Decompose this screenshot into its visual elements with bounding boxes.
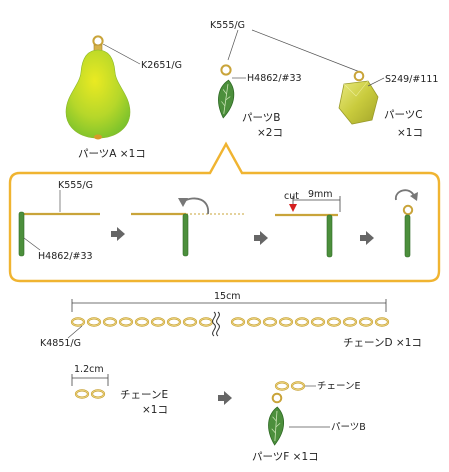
chain-d: 15cm K4851/G チェーンD ×1コ xyxy=(40,291,422,349)
break-mark-icon xyxy=(212,311,216,337)
chain-link-icon xyxy=(70,317,86,327)
chain-link-icon xyxy=(342,317,358,327)
part-c-code: S249/#111 xyxy=(385,74,438,85)
chain-link-icon xyxy=(166,317,182,327)
pear-bead-icon xyxy=(65,49,131,139)
leaf-bead-icon xyxy=(266,406,286,446)
head-pin-icon xyxy=(18,211,25,257)
step-2 xyxy=(131,197,246,257)
part-b-quantity: ×2コ xyxy=(257,127,283,139)
chain-link-icon xyxy=(150,317,166,327)
part-a-code: K2651/G xyxy=(141,60,182,71)
part-b: K555/G H4862/#33 パーツB ×2コ xyxy=(210,20,361,139)
result-arrow-icon xyxy=(218,391,232,405)
part-c: S249/#111 パーツC ×1コ xyxy=(338,70,438,139)
step-4 xyxy=(395,189,418,258)
jump-ring-icon xyxy=(220,64,232,76)
step-3: cut 9mm xyxy=(275,189,341,258)
chain-link-icon xyxy=(86,317,102,327)
chain-d-length: 15cm xyxy=(214,291,241,302)
chain-link-icon xyxy=(102,317,118,327)
chain-d-links xyxy=(70,317,390,327)
chain-link-icon xyxy=(290,381,306,391)
chain-link-icon xyxy=(374,317,390,327)
chain-d-code: K4851/G xyxy=(40,338,81,349)
chain-e-quantity: ×1コ xyxy=(142,404,168,416)
chain-d-caption: チェーンD ×1コ xyxy=(343,337,422,349)
part-f-part-label: パーツB xyxy=(331,422,366,433)
part-f: チェーンE パーツB パーツF ×1コ xyxy=(252,381,366,463)
chain-link-icon xyxy=(230,317,246,327)
jump-ring-icon xyxy=(92,35,104,47)
chain-link-icon xyxy=(294,317,310,327)
step1-pin-code: H4862/#33 xyxy=(38,251,93,262)
part-b-leaf-code: H4862/#33 xyxy=(247,73,302,84)
curl-arrow-icon xyxy=(395,189,415,201)
chain-link-icon xyxy=(134,317,150,327)
jump-ring-icon xyxy=(271,392,283,404)
cut-length-label: 9mm xyxy=(308,189,333,200)
chain-e-caption: チェーンE xyxy=(120,389,168,401)
chain-link-icon xyxy=(310,317,326,327)
chain-link-icon xyxy=(246,317,262,327)
cut-label: cut xyxy=(284,191,299,202)
chain-link-icon xyxy=(90,389,106,399)
leaf-bead-icon xyxy=(215,78,237,120)
chain-link-icon xyxy=(262,317,278,327)
crystal-bead-icon xyxy=(338,80,379,125)
jump-ring-icon xyxy=(353,70,365,82)
chain-link-icon xyxy=(182,317,198,327)
chain-e-length: 1.2cm xyxy=(74,364,104,375)
part-b-ring-code: K555/G xyxy=(210,20,245,31)
loop-icon xyxy=(402,204,414,216)
part-c-caption: パーツC xyxy=(384,109,423,121)
chain-link-icon xyxy=(358,317,374,327)
chain-link-icon xyxy=(118,317,134,327)
step-1: K555/G H4862/#33 xyxy=(18,180,100,262)
head-pin-icon xyxy=(326,214,333,258)
head-pin-icon xyxy=(404,214,411,258)
cut-marker-icon xyxy=(289,204,297,212)
head-pin-icon xyxy=(182,213,189,257)
chain-link-icon xyxy=(326,317,342,327)
part-a: K2651/G パーツA ×1コ xyxy=(65,35,182,160)
step1-ring-code: K555/G xyxy=(58,180,93,191)
chain-link-icon xyxy=(278,317,294,327)
chain-link-icon xyxy=(74,389,90,399)
part-b-caption: パーツB xyxy=(242,112,281,124)
part-f-chain-label: チェーンE xyxy=(317,381,361,392)
chain-link-icon xyxy=(198,317,214,327)
part-f-caption: パーツF ×1コ xyxy=(252,451,319,463)
chain-link-icon xyxy=(274,381,290,391)
part-c-quantity: ×1コ xyxy=(397,127,423,139)
part-a-caption: パーツA ×1コ xyxy=(78,148,146,160)
chain-e: 1.2cm チェーンE ×1コ xyxy=(71,364,168,416)
assembly-steps-callout: K555/G H4862/#33 cut 9mm xyxy=(8,141,441,283)
